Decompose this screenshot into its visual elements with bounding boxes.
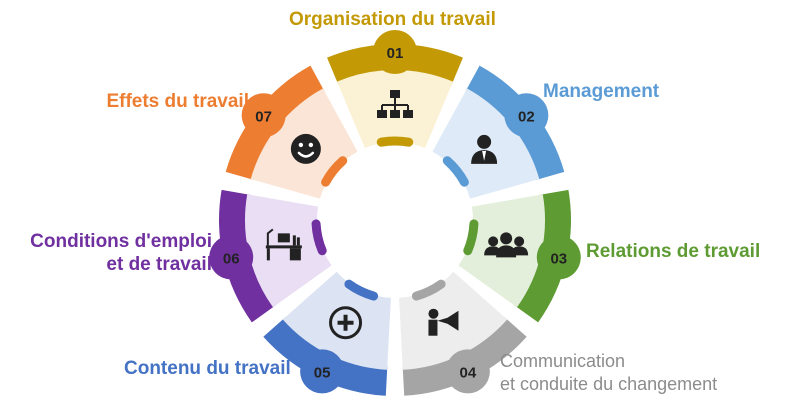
segment-02: 02	[432, 65, 565, 199]
segment-number: 01	[387, 45, 404, 62]
segment-tab	[442, 156, 469, 187]
label-line: et de travail	[106, 254, 212, 275]
segment-number: 07	[255, 108, 272, 125]
number-badge	[536, 235, 581, 280]
label-line: Management	[543, 81, 660, 102]
number-badge	[209, 235, 254, 280]
segment-number: 05	[314, 364, 331, 381]
number-badge	[300, 349, 345, 394]
megaphone-icon	[428, 308, 459, 336]
segment-03: 03	[458, 189, 581, 323]
number-badge	[445, 349, 490, 394]
label-line: Organisation du travail	[289, 9, 496, 30]
segment-01: 01	[327, 30, 463, 149]
label-03: Relations de travail	[586, 240, 760, 263]
manager-icon	[471, 134, 498, 164]
segment-number: 04	[460, 364, 477, 381]
label-05: Contenu du travail	[124, 357, 291, 380]
segment-number: 06	[223, 250, 240, 267]
group-icon	[484, 232, 529, 258]
segment-05: 05	[263, 271, 391, 396]
label-02: Management	[543, 80, 659, 103]
label-line: Communication	[500, 351, 626, 371]
segment-tab	[376, 136, 414, 147]
label-04: Communication et conduite du changement	[500, 350, 717, 396]
segment-tab	[463, 219, 479, 256]
segment-07: 07	[225, 65, 358, 199]
label-line: Effets du travail	[106, 91, 249, 112]
label-line: Contenu du travail	[124, 358, 291, 379]
plus-circle-icon	[329, 306, 363, 340]
segment-body	[244, 194, 332, 308]
segment-tab	[411, 279, 446, 301]
number-badge	[504, 93, 549, 138]
label-line: Relations de travail	[586, 241, 761, 262]
segment-tab	[321, 156, 348, 187]
label-07: Effets du travail	[106, 90, 249, 113]
segment-tab	[311, 219, 327, 256]
number-badge	[373, 30, 417, 74]
segment-number: 03	[550, 250, 567, 267]
segment-number: 02	[518, 108, 535, 125]
label-01: Organisation du travail	[289, 8, 496, 31]
segment-tab	[344, 279, 379, 301]
segment-06: 06	[209, 189, 332, 323]
label-line: Conditions d'emploi	[30, 231, 212, 252]
label-line: et conduite du changement	[500, 374, 718, 394]
segment-04: 04	[399, 271, 527, 396]
smiley-icon	[290, 133, 321, 164]
desk-icon	[265, 228, 302, 261]
org-chart-icon	[377, 90, 413, 118]
number-badge	[241, 93, 286, 138]
